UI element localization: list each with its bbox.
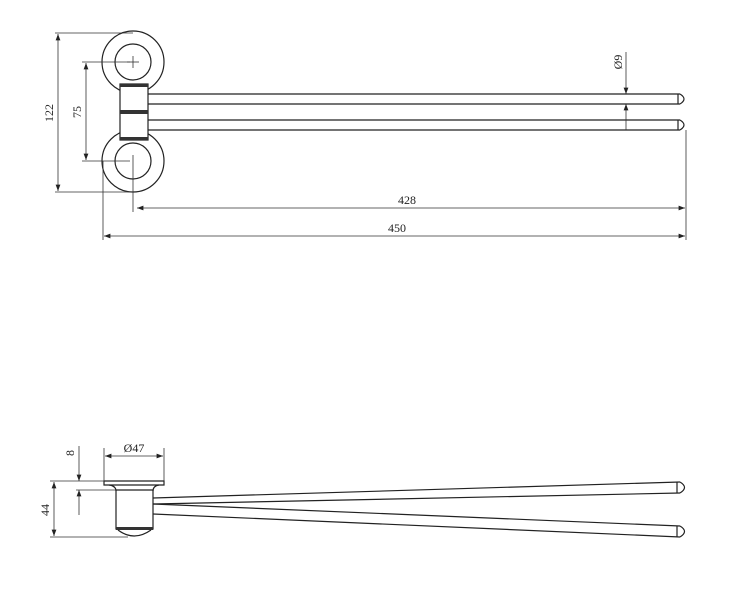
wall-flange [103, 480, 165, 537]
dimension-flange-diameter: Ø47 [103, 441, 165, 481]
side-bar-lower [152, 503, 686, 538]
dimension-label-450: 450 [388, 221, 406, 235]
hinge-block [119, 83, 149, 141]
dimension-428: 428 [137, 130, 687, 240]
side-bar-upper [152, 481, 686, 505]
dimension-label-122: 122 [42, 104, 56, 122]
dimension-label-428: 428 [398, 193, 416, 207]
dimension-450: 450 [102, 161, 685, 240]
dimension-label-75: 75 [70, 106, 84, 118]
towel-bar-upper [148, 93, 685, 105]
dimension-75: 75 [70, 61, 130, 162]
dimension-label-44: 44 [38, 504, 52, 516]
dimension-flange-thickness: 8 [63, 446, 116, 515]
dimension-label-flange-diameter: Ø47 [124, 441, 145, 455]
dimension-122: 122 [42, 32, 133, 193]
towel-bar-lower [148, 119, 685, 131]
top-view: 122 75 Ø9 428 450 [42, 30, 687, 240]
dimension-label-flange-thickness: 8 [63, 450, 77, 456]
lower-mount-rosette [101, 129, 165, 212]
dimension-label-bar-diameter: Ø9 [611, 55, 625, 70]
dimension-bar-diameter: Ø9 [611, 52, 629, 130]
dimension-44: 44 [38, 480, 128, 538]
side-view: Ø47 8 44 [38, 441, 686, 538]
